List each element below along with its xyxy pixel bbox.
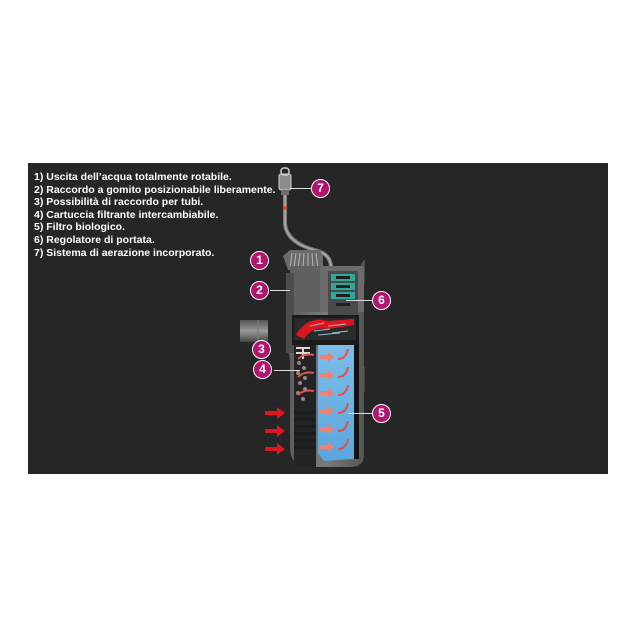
callout-4-badge: 4 (253, 360, 272, 379)
leader-5 (348, 413, 373, 414)
leader-4 (274, 370, 300, 371)
legend-item-2: 2) Raccordo a gomito posizionabile liber… (34, 183, 276, 196)
callout-1-badge: 1 (250, 251, 269, 270)
legend: 1) Uscita dell’acqua totalmente rotabile… (34, 171, 276, 259)
callout-7-badge: 7 (311, 179, 330, 198)
legend-item-3: 3) Possibilità di raccordo per tubi. (34, 196, 204, 209)
legend-item-1: 1) Uscita dell’acqua totalmente rotabile… (34, 171, 232, 183)
legend-item-4: 4) Cartuccia filtrante intercambiabile. (34, 208, 219, 221)
callout-2-badge: 2 (250, 281, 269, 300)
leader-7 (290, 188, 312, 189)
leader-2 (270, 290, 290, 291)
callout-6-badge: 6 (372, 291, 391, 310)
legend-item-7: 7) Sistema di aerazione incorporato. (34, 246, 215, 259)
legend-item-6: 6) Regolatore di portata. (34, 233, 155, 246)
leader-6 (346, 300, 372, 301)
callout-3-badge: 3 (252, 340, 271, 359)
diagram-panel: 1) Uscita dell’acqua totalmente rotabile… (28, 163, 608, 474)
callout-5-badge: 5 (372, 404, 391, 423)
filter-illustration (240, 167, 365, 467)
legend-item-5: 5) Filtro biologico. (34, 221, 125, 234)
